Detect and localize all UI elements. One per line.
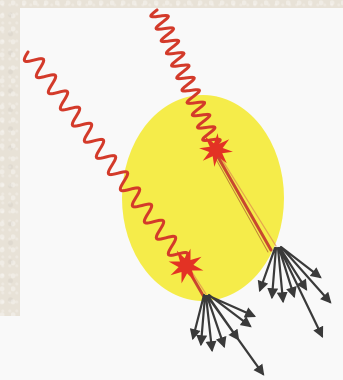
particle-shower-lower	[193, 295, 263, 374]
nucleus-ellipse	[122, 95, 284, 301]
particle-shower-upper	[260, 247, 330, 336]
